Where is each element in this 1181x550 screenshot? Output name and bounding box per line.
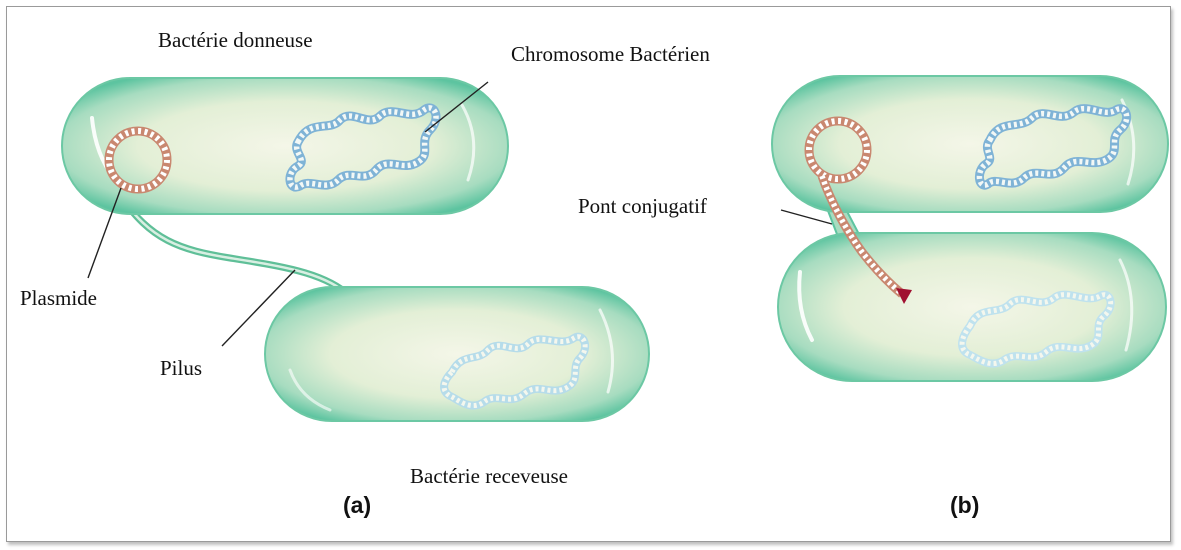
bridge-label: Pont conjugatif (578, 196, 707, 217)
chromosome-label: Chromosome Bactérien (511, 44, 710, 65)
donor-label: Bactérie donneuse (158, 30, 313, 51)
bridge-leader-line (781, 210, 832, 224)
plasmid-label: Plasmide (20, 288, 97, 309)
donor-cell (62, 78, 508, 214)
panel-a-label: (a) (343, 494, 371, 517)
panel-b-label: (b) (950, 494, 979, 517)
pilus-label: Pilus (160, 358, 202, 379)
recipient-label: Bactérie receveuse (410, 466, 568, 487)
